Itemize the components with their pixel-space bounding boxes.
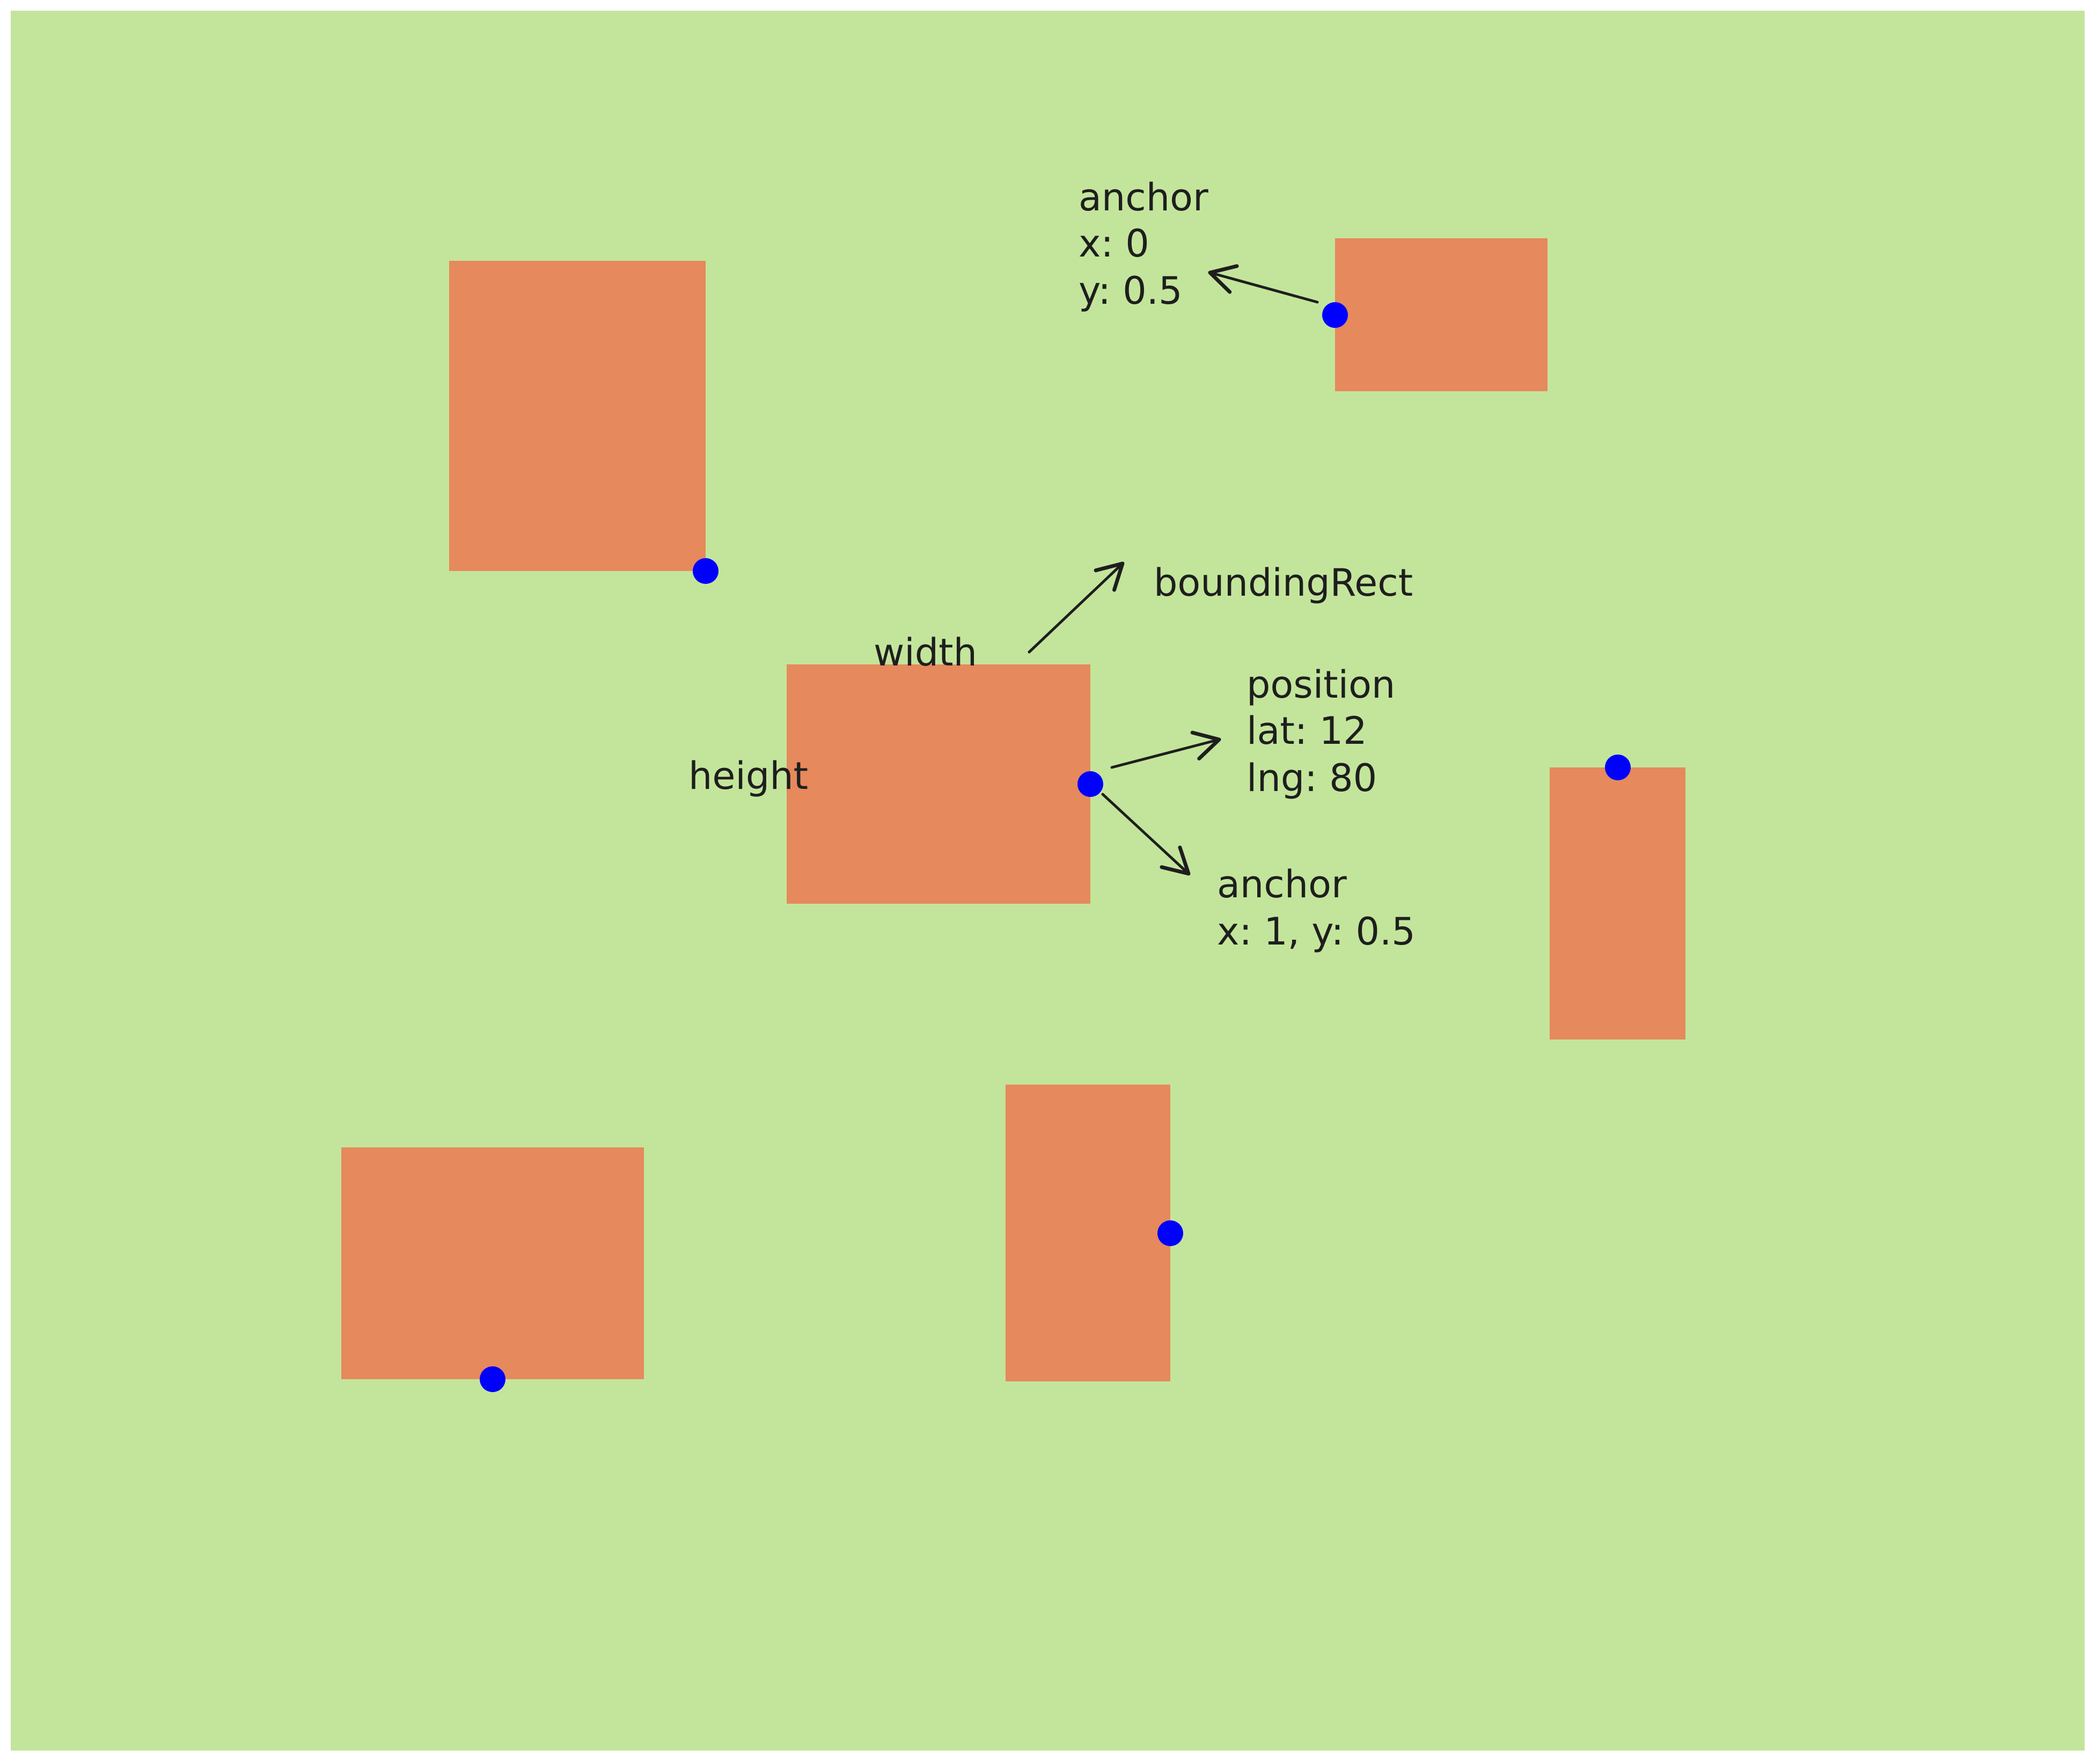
anchor-dot (480, 1366, 505, 1392)
box-center (787, 664, 1090, 904)
box-right (1550, 767, 1685, 1040)
position-title: position (1247, 663, 1395, 707)
box-bottom-left (341, 1147, 644, 1379)
anchor-dot (693, 558, 718, 584)
top-anchor-title: anchor (1079, 175, 1208, 219)
height-label: height (688, 754, 808, 798)
anchor-dot (1322, 302, 1348, 328)
position-lng: lng: 80 (1247, 756, 1377, 800)
top-anchor-y: y: 0.5 (1079, 269, 1183, 313)
width-label: width (874, 631, 977, 675)
anchor-dot (1157, 1220, 1183, 1246)
box-top-right (1335, 238, 1548, 391)
arrow-to-bounding-rect (1028, 561, 1125, 654)
box-top-left (449, 261, 706, 571)
anchor-dot (1605, 755, 1631, 780)
center-anchor-title: anchor (1217, 862, 1347, 906)
arrow-to-center-anchor (1101, 793, 1191, 876)
box-bottom-middle (1006, 1085, 1170, 1381)
anchor-dot (1077, 771, 1103, 797)
arrow-to-anchor-label (1208, 264, 1319, 304)
bounding-rect-label: boundingRect (1154, 561, 1413, 605)
position-lat: lat: 12 (1247, 709, 1367, 753)
top-anchor-x: x: 0 (1079, 222, 1149, 266)
arrow-to-position (1110, 730, 1221, 769)
center-anchor-xy: x: 1, y: 0.5 (1217, 910, 1416, 954)
